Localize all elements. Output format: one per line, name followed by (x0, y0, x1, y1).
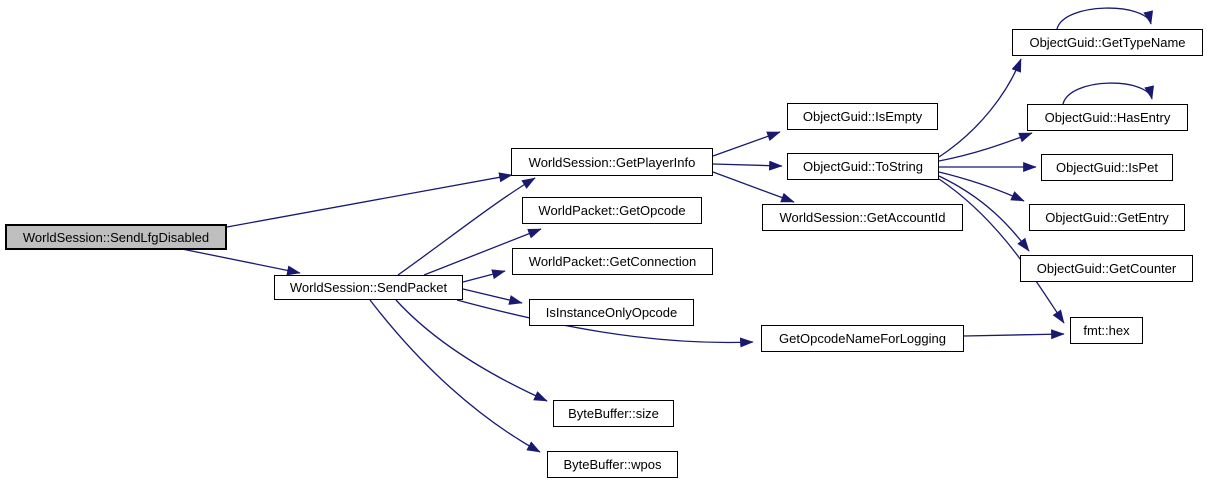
edge-sendpacket-to-isinstanceonlyopcode (462, 288, 523, 305)
edge-getplayerinfo-to-isempty (712, 131, 781, 157)
edge-sendpacket-to-getplayerinfo (397, 177, 536, 276)
edge-sendpacket-to-getconnection (462, 269, 506, 283)
edge-sendlfgdisabled-to-sendpacket (181, 248, 301, 276)
node-fmt-hex[interactable]: fmt::hex (1070, 317, 1143, 344)
edge-tostring-to-gettypename (938, 58, 1022, 158)
edge-tostring-to-fmt-hex (938, 178, 1065, 324)
node-objectguid-gettypename[interactable]: ObjectGuid::GetTypeName (1012, 29, 1203, 56)
edge-getplayerinfo-to-getaccountid (712, 171, 795, 203)
edge-sendpacket-to-getopcodenameforlogging (456, 299, 754, 348)
node-getopcodenameforlogging[interactable]: GetOpcodeNameForLogging (761, 325, 964, 352)
edge-getopcodenameforlogging-to-fmt-hex (963, 329, 1065, 340)
edge-tostring-to-getentry (938, 171, 1025, 202)
node-objectguid-tostring[interactable]: ObjectGuid::ToString (787, 153, 939, 180)
edge-gettypename-self-loop (1056, 7, 1153, 30)
node-objectguid-isempty[interactable]: ObjectGuid::IsEmpty (787, 103, 938, 130)
node-bytebuffer-wpos[interactable]: ByteBuffer::wpos (547, 451, 678, 478)
edge-getplayerinfo-to-tostring (712, 160, 783, 171)
node-objectguid-ispet[interactable]: ObjectGuid::IsPet (1041, 154, 1173, 181)
edge-tostring-to-hasentry (938, 132, 1033, 162)
node-objectguid-getcounter[interactable]: ObjectGuid::GetCounter (1020, 255, 1193, 282)
node-worldsession-getplayerinfo[interactable]: WorldSession::GetPlayerInfo (511, 148, 713, 176)
node-worldsession-sendlfgdisabled: WorldSession::SendLfgDisabled (5, 224, 227, 250)
node-bytebuffer-size[interactable]: ByteBuffer::size (553, 400, 674, 427)
node-worldpacket-getconnection[interactable]: WorldPacket::GetConnection (512, 248, 713, 275)
node-worldpacket-getopcode[interactable]: WorldPacket::GetOpcode (522, 197, 702, 224)
edge-sendlfgdisabled-to-getplayerinfo (226, 172, 513, 228)
edge-hasentry-self-loop (1062, 82, 1154, 105)
edge-sendpacket-to-bytebuffer-size (395, 299, 548, 402)
node-worldsession-sendpacket[interactable]: WorldSession::SendPacket (274, 275, 463, 300)
node-worldsession-getaccountid[interactable]: WorldSession::GetAccountId (762, 204, 963, 231)
node-objectguid-getentry[interactable]: ObjectGuid::GetEntry (1029, 204, 1185, 231)
edge-tostring-to-getcounter (938, 175, 1030, 252)
node-objectguid-hasentry[interactable]: ObjectGuid::HasEntry (1027, 104, 1188, 131)
edge-sendpacket-to-getopcode (423, 228, 542, 276)
edge-sendpacket-to-bytebuffer-wpos (369, 299, 541, 453)
node-isinstanceonlyopcode[interactable]: IsInstanceOnlyOpcode (529, 299, 694, 326)
